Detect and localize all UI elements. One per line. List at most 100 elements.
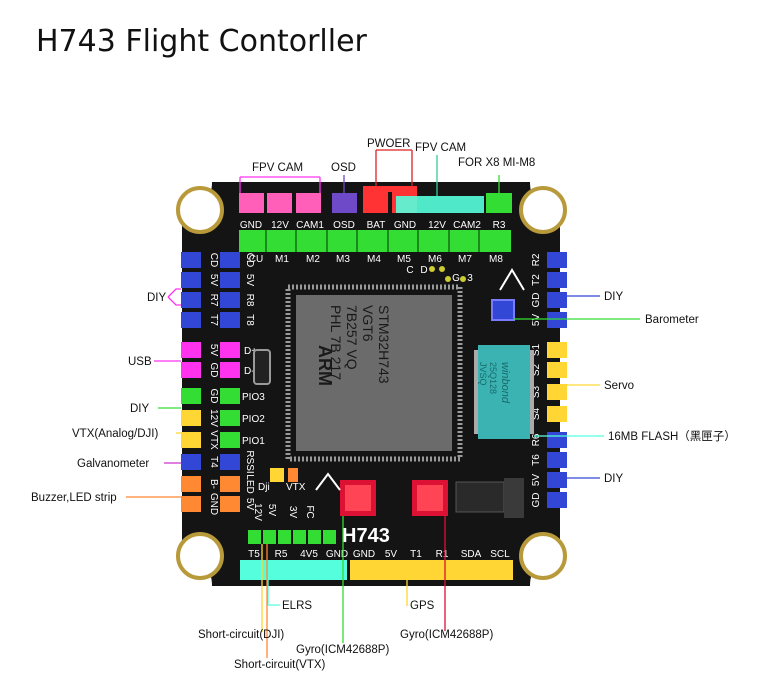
right-pad-label: S1 [531, 343, 542, 356]
flash-chip: winbond 25Q128 JVSQ [474, 345, 534, 439]
bottom-pad-label: T1 [410, 549, 422, 560]
left-pad-label: CD [208, 253, 219, 267]
right-pad-label: S3 [531, 385, 542, 398]
top-pad-labels: GND 12V CAM1 OSD BAT GND 12V CAM2 R3 [240, 220, 506, 231]
top-pad-label: 12V [428, 220, 446, 231]
left-outer-pads [181, 252, 201, 512]
motor-labels: CU M1 M2 M3 M4 M5 M6 M7 M8 C D G 3 [249, 254, 525, 291]
callout-gps: GPS [410, 600, 435, 612]
bottom-pad-label: 5V [385, 549, 398, 560]
flash-chip-text: JVSQ [478, 362, 488, 386]
callout-gyro1: Gyro(ICM42688P) [296, 644, 389, 656]
dji-pads: 12V 5V 3V FC [248, 503, 336, 544]
left-inner-pad-label: PIO1 [242, 436, 265, 447]
right-pad-label: 5V [531, 474, 542, 487]
page-title: H743 Flight Contorller [36, 24, 367, 59]
callout-for-x8: FOR X8 MI-M8 [458, 157, 535, 169]
left-pad-label: B- [208, 479, 219, 489]
callout-pwoer: PWOER [367, 138, 410, 150]
bottom-pad-label: T5 [248, 549, 260, 560]
chip-text: 7B257 VQ [344, 305, 360, 370]
bottom-pad-label: R5 [275, 549, 288, 560]
flash-chip-text: 25Q128 [488, 362, 498, 394]
callout-fpv-cam-left: FPV CAM [252, 162, 303, 174]
small-components [270, 468, 524, 518]
dji-pad-label: 12V [252, 503, 263, 521]
right-pad-label: GD [531, 293, 542, 308]
left-pad-label: GD [208, 363, 219, 378]
callout-texts: FPV CAM OSD PWOER FPV CAM FOR X8 MI-M8 D… [31, 138, 736, 671]
bottom-pad-label: SCL [490, 549, 510, 560]
callout-diy-left: DIY [147, 292, 167, 304]
top-pad-label: CAM2 [453, 220, 481, 231]
right-pad-label: S2 [531, 363, 542, 376]
motor-label: M1 [275, 254, 289, 265]
right-pad-label: 5V [531, 314, 542, 327]
left-inner-pad-label: 5V [244, 498, 255, 511]
top-pad-row [239, 186, 512, 213]
mounting-hole-bottom-left [176, 532, 224, 580]
motor-label: M7 [458, 254, 472, 265]
mcu-chip: STM32H743 VGT6 7B257 VQ PHL 7B 217 ARM [285, 284, 463, 462]
right-pad-label: T6 [531, 454, 542, 466]
board-name: H743 [342, 525, 390, 547]
chip-text: STM32H743 [376, 305, 392, 384]
left-pad-label: VTX [208, 430, 219, 450]
left-inner-pads [220, 252, 240, 512]
left-pad-label: R7 [208, 294, 219, 307]
top-pad-label: R3 [493, 220, 506, 231]
mounting-hole-top-left [176, 186, 224, 234]
left-inner-pad-label: CD [244, 253, 255, 267]
left-pad-label: GND [208, 493, 219, 515]
callout-elrs: ELRS [282, 600, 312, 612]
callout-gyro2: Gyro(ICM42688P) [400, 629, 493, 641]
left-outer-labels: CD 5V R7 T7 5V GD GD 12V VTX T4 B- GND [208, 253, 219, 515]
top-pad-label: OSD [333, 220, 355, 231]
mounting-hole-top-right [519, 186, 567, 234]
motor-label: M4 [367, 254, 381, 265]
left-inner-pad-label: 5V [244, 274, 255, 287]
small-label: G [452, 273, 460, 284]
bottom-pad-label: GND [326, 549, 348, 560]
motor-label: CU [249, 254, 263, 265]
left-pad-label: GD [208, 389, 219, 404]
callout-vtx: VTX(Analog/DJI) [72, 428, 158, 440]
callout-fpv-cam-right: FPV CAM [415, 142, 466, 154]
callout-buzzer: Buzzer,LED strip [31, 492, 117, 504]
gyro-chips [340, 480, 448, 516]
right-pad-label: R2 [531, 253, 542, 266]
left-pad-label: 5V [208, 344, 219, 357]
callout-galvanometer: Galvanometer [77, 458, 149, 470]
dji-pad-label: 5V [266, 504, 277, 517]
left-pad-label: T4 [208, 456, 219, 468]
motor-label: M3 [336, 254, 350, 265]
motor-pad-row [239, 230, 511, 252]
left-inner-pad-label: LED [244, 474, 255, 493]
callout-lines [126, 149, 640, 658]
motor-label: M6 [428, 254, 442, 265]
top-pad-label: CAM1 [296, 220, 324, 231]
mounting-holes [176, 186, 567, 580]
chip-text: VGT6 [360, 305, 376, 342]
top-pad-label: 12V [271, 220, 289, 231]
chip-brand: ARM [315, 345, 335, 386]
vtx-sub-label: VTX [286, 482, 306, 493]
flash-chip-text: winbond [499, 362, 511, 404]
right-pad-label: S4 [531, 407, 542, 420]
callout-flash: 16MB FLASH（黑匣子） [608, 430, 736, 443]
dji-pad-label: FC [304, 505, 315, 518]
left-pad-label: 5V [208, 274, 219, 287]
callout-short-dji: Short-circuit(DJI) [198, 629, 284, 641]
left-pad-label: T7 [208, 314, 219, 326]
left-inner-labels: CD 5V R8 T8 D+ D- PIO3 PIO2 PIO1 RSSI LE… [242, 253, 265, 511]
motor-label: M2 [306, 254, 320, 265]
right-pads [547, 252, 567, 508]
small-label: 3 [467, 273, 473, 284]
top-pad-label: BAT [367, 220, 386, 231]
right-labels: R2 T2 GD 5V S1 S2 S3 S4 R6 T6 5V GD [531, 253, 542, 507]
dji-pad-label: 3V [287, 506, 298, 519]
motor-label: M8 [489, 254, 503, 265]
chip-text: PHL 7B 217 [328, 305, 344, 380]
bottom-pad-label: R1 [436, 549, 449, 560]
